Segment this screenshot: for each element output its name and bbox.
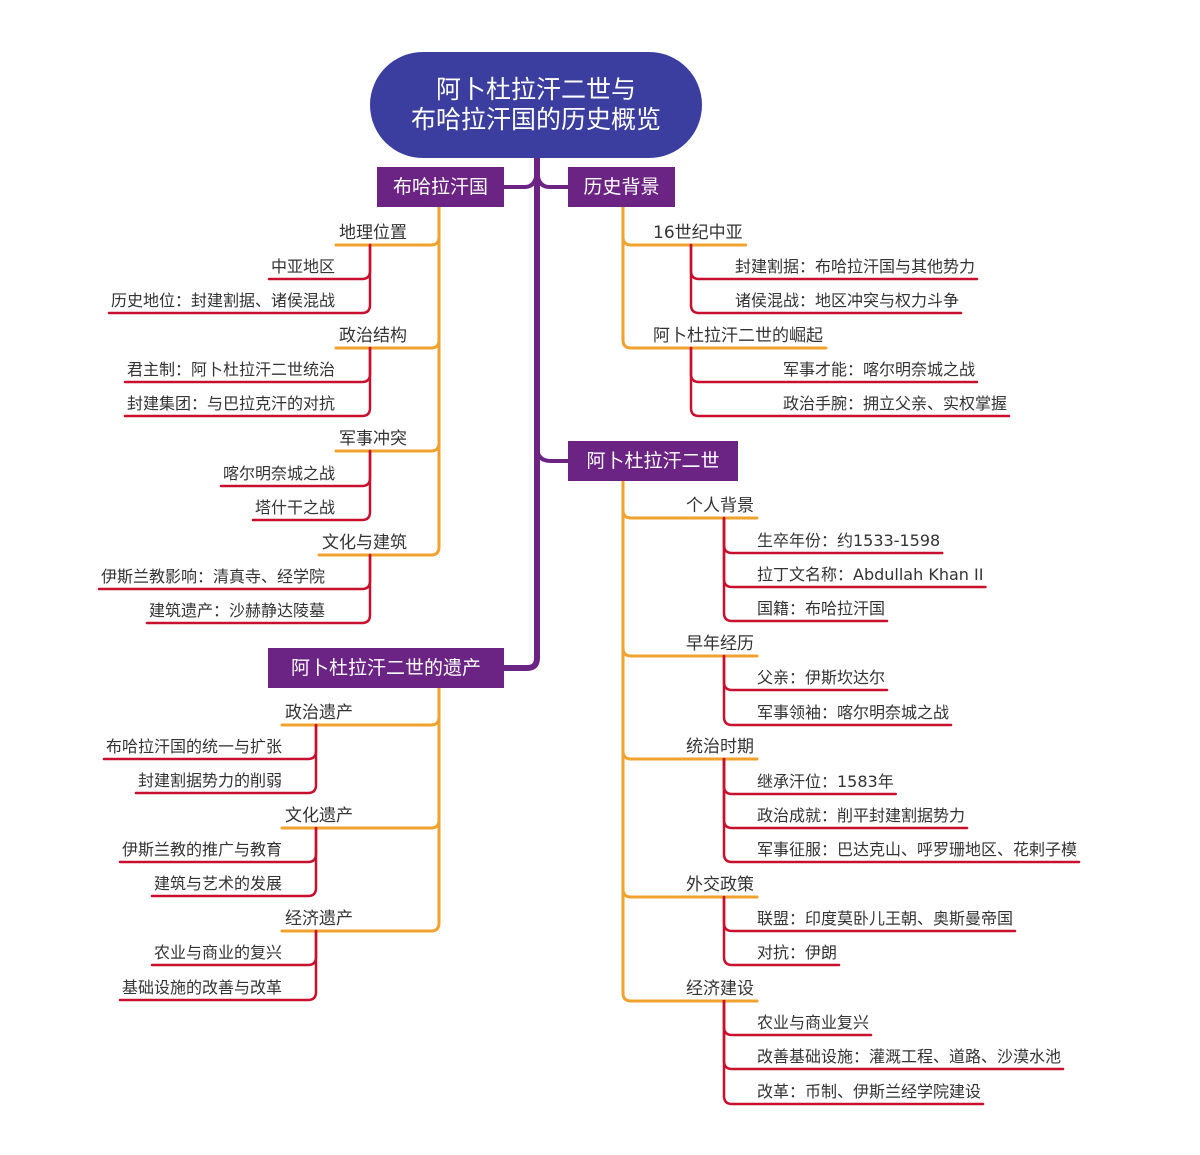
leaf-topic[interactable]: 基础设施的改善与改革 (121, 978, 282, 997)
leaf-topic[interactable]: 伊斯兰教影响：清真寺、经学院 (100, 567, 325, 586)
sub-line (621, 479, 759, 1003)
leaf-line (145, 553, 372, 625)
leaf-topic[interactable]: 布哈拉汗国的统一与扩张 (105, 737, 282, 756)
leaf-line (689, 243, 963, 315)
branch-background[interactable]: 历史背景 (568, 167, 675, 207)
sub-topic[interactable]: 经济遗产 (285, 909, 353, 929)
sub-topic[interactable]: 16世纪中亚 (653, 223, 743, 243)
leaf-line (722, 757, 1081, 864)
branch-line (535, 166, 570, 189)
branch-abdullah[interactable]: 阿卜杜拉汗二世 (568, 441, 738, 481)
leaf-topic[interactable]: 继承汗位：1583年 (757, 772, 894, 791)
leaf-topic[interactable]: 联盟：印度莫卧儿王朝、奥斯曼帝国 (757, 909, 1014, 928)
leaf-line (722, 516, 889, 623)
sub-line (317, 205, 441, 557)
leaf-topic[interactable]: 君主制：阿卜杜拉汗二世统治 (126, 360, 335, 379)
leaf-line (134, 723, 318, 795)
leaf-line (722, 895, 841, 967)
leaf-line (722, 999, 985, 1106)
leaf-topic[interactable]: 农业与商业的复兴 (153, 943, 282, 962)
leaf-topic[interactable]: 改革：币制、伊斯兰经学院建设 (757, 1082, 982, 1101)
sub-topic[interactable]: 政治结构 (339, 326, 407, 346)
sub-topic[interactable]: 经济建设 (686, 979, 754, 999)
leaf-topic[interactable]: 中亚地区 (270, 257, 335, 276)
leaf-line (107, 243, 372, 315)
sub-topic[interactable]: 外交政策 (686, 875, 754, 895)
leaf-topic[interactable]: 封建割据势力的削弱 (137, 771, 282, 790)
leaf-topic[interactable]: 建筑遗产：沙赫静达陵墓 (148, 601, 325, 620)
leaf-topic[interactable]: 父亲：伊斯坎达尔 (757, 668, 886, 687)
sub-topic[interactable]: 地理位置 (339, 223, 407, 243)
leaf-topic[interactable]: 对抗：伊朗 (757, 943, 838, 962)
trunk-line (501, 155, 540, 671)
branch-line (502, 166, 539, 189)
leaf-topic[interactable]: 改善基础设施：灌溉工程、道路、沙漠水池 (757, 1047, 1062, 1066)
leaf-topic[interactable]: 诸侯混战：地区冲突与权力斗争 (735, 291, 960, 310)
leaf-topic[interactable]: 建筑与艺术的发展 (153, 874, 282, 893)
leaf-topic[interactable]: 伊斯兰教的推广与教育 (121, 840, 282, 859)
sub-topic[interactable]: 个人背景 (686, 496, 754, 516)
leaf-topic[interactable]: 农业与商业复兴 (757, 1013, 870, 1032)
leaf-topic[interactable]: 国籍：布哈拉汗国 (757, 599, 886, 618)
sub-line (621, 205, 828, 350)
leaf-line (722, 654, 953, 727)
sub-topic[interactable]: 早年经历 (686, 634, 754, 654)
leaf-line (689, 346, 1011, 418)
sub-topic[interactable]: 文化遗产 (285, 806, 353, 826)
sub-line (280, 686, 441, 933)
leaf-line (123, 346, 372, 418)
root-topic[interactable]: 阿卜杜拉汗二世与 布哈拉汗国的历史概览 (370, 52, 702, 158)
sub-topic[interactable]: 政治遗产 (285, 703, 353, 723)
branch-line (535, 445, 570, 463)
leaf-topic[interactable]: 军事征服：巴达克山、呼罗珊地区、花剌子模 (757, 840, 1078, 859)
leaf-topic[interactable]: 生卒年份：约1533-1598 (757, 531, 941, 550)
sub-topic[interactable]: 阿卜杜拉汗二世的崛起 (653, 326, 823, 346)
leaf-topic[interactable]: 政治手腕：拥立父亲、实权掌握 (783, 394, 1008, 413)
root-title-line2: 布哈拉汗国的历史概览 (410, 105, 661, 134)
leaf-topic[interactable]: 军事领袖：喀尔明奈城之战 (757, 703, 950, 722)
leaf-topic[interactable]: 封建割据：布哈拉汗国与其他势力 (735, 257, 976, 276)
branch-bukhara[interactable]: 布哈拉汗国 (377, 167, 504, 207)
leaf-topic[interactable]: 封建集团：与巴拉克汗的对抗 (126, 394, 335, 413)
leaf-topic[interactable]: 军事才能：喀尔明奈城之战 (783, 360, 976, 379)
root-title-line1: 阿卜杜拉汗二世与 (435, 75, 636, 104)
sub-topic[interactable]: 文化与建筑 (322, 533, 407, 553)
leaf-topic[interactable]: 政治成就：削平封建割据势力 (757, 806, 966, 825)
branch-legacy[interactable]: 阿卜杜拉汗二世的遗产 (268, 648, 504, 688)
leaf-topic[interactable]: 历史地位：封建割据、诸侯混战 (110, 291, 335, 310)
sub-topic[interactable]: 统治时期 (686, 737, 754, 757)
leaf-topic[interactable]: 喀尔明奈城之战 (222, 464, 335, 483)
leaf-line (118, 929, 318, 1002)
leaf-topic[interactable]: 塔什干之战 (254, 498, 335, 517)
leaf-topic[interactable]: 拉丁文名称：Abdullah Khan II (757, 565, 984, 584)
leaf-line (251, 449, 372, 522)
leaf-line (150, 826, 318, 898)
sub-topic[interactable]: 军事冲突 (339, 429, 407, 449)
